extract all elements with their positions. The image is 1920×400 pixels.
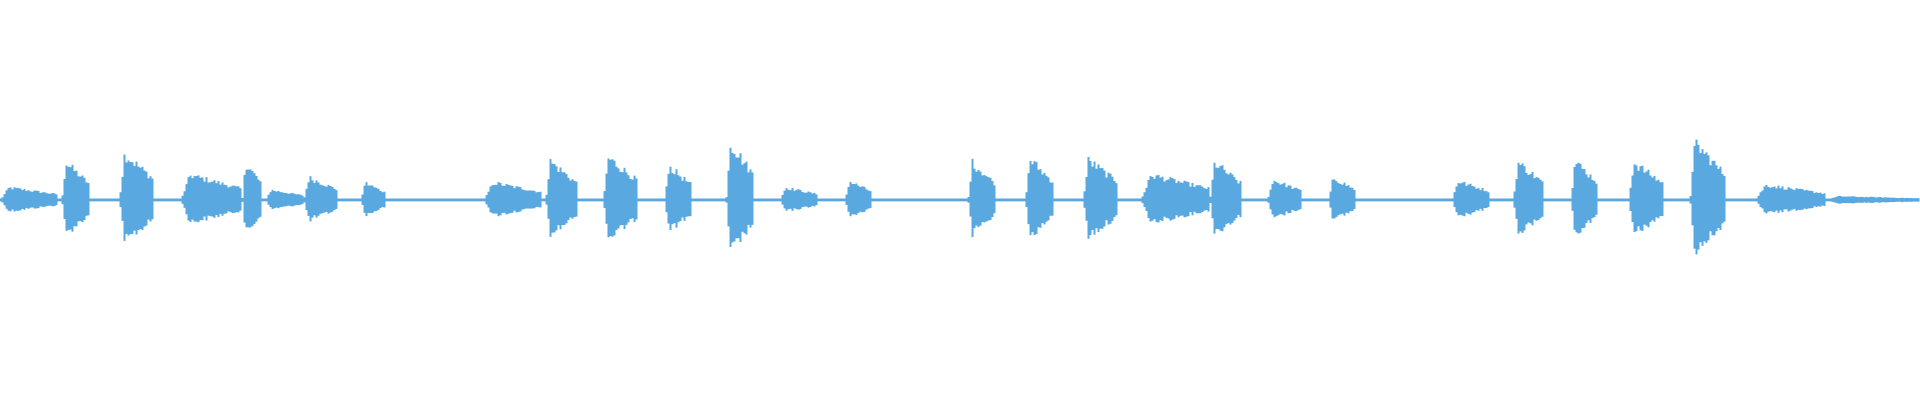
waveform-bars — [0, 139, 1920, 255]
